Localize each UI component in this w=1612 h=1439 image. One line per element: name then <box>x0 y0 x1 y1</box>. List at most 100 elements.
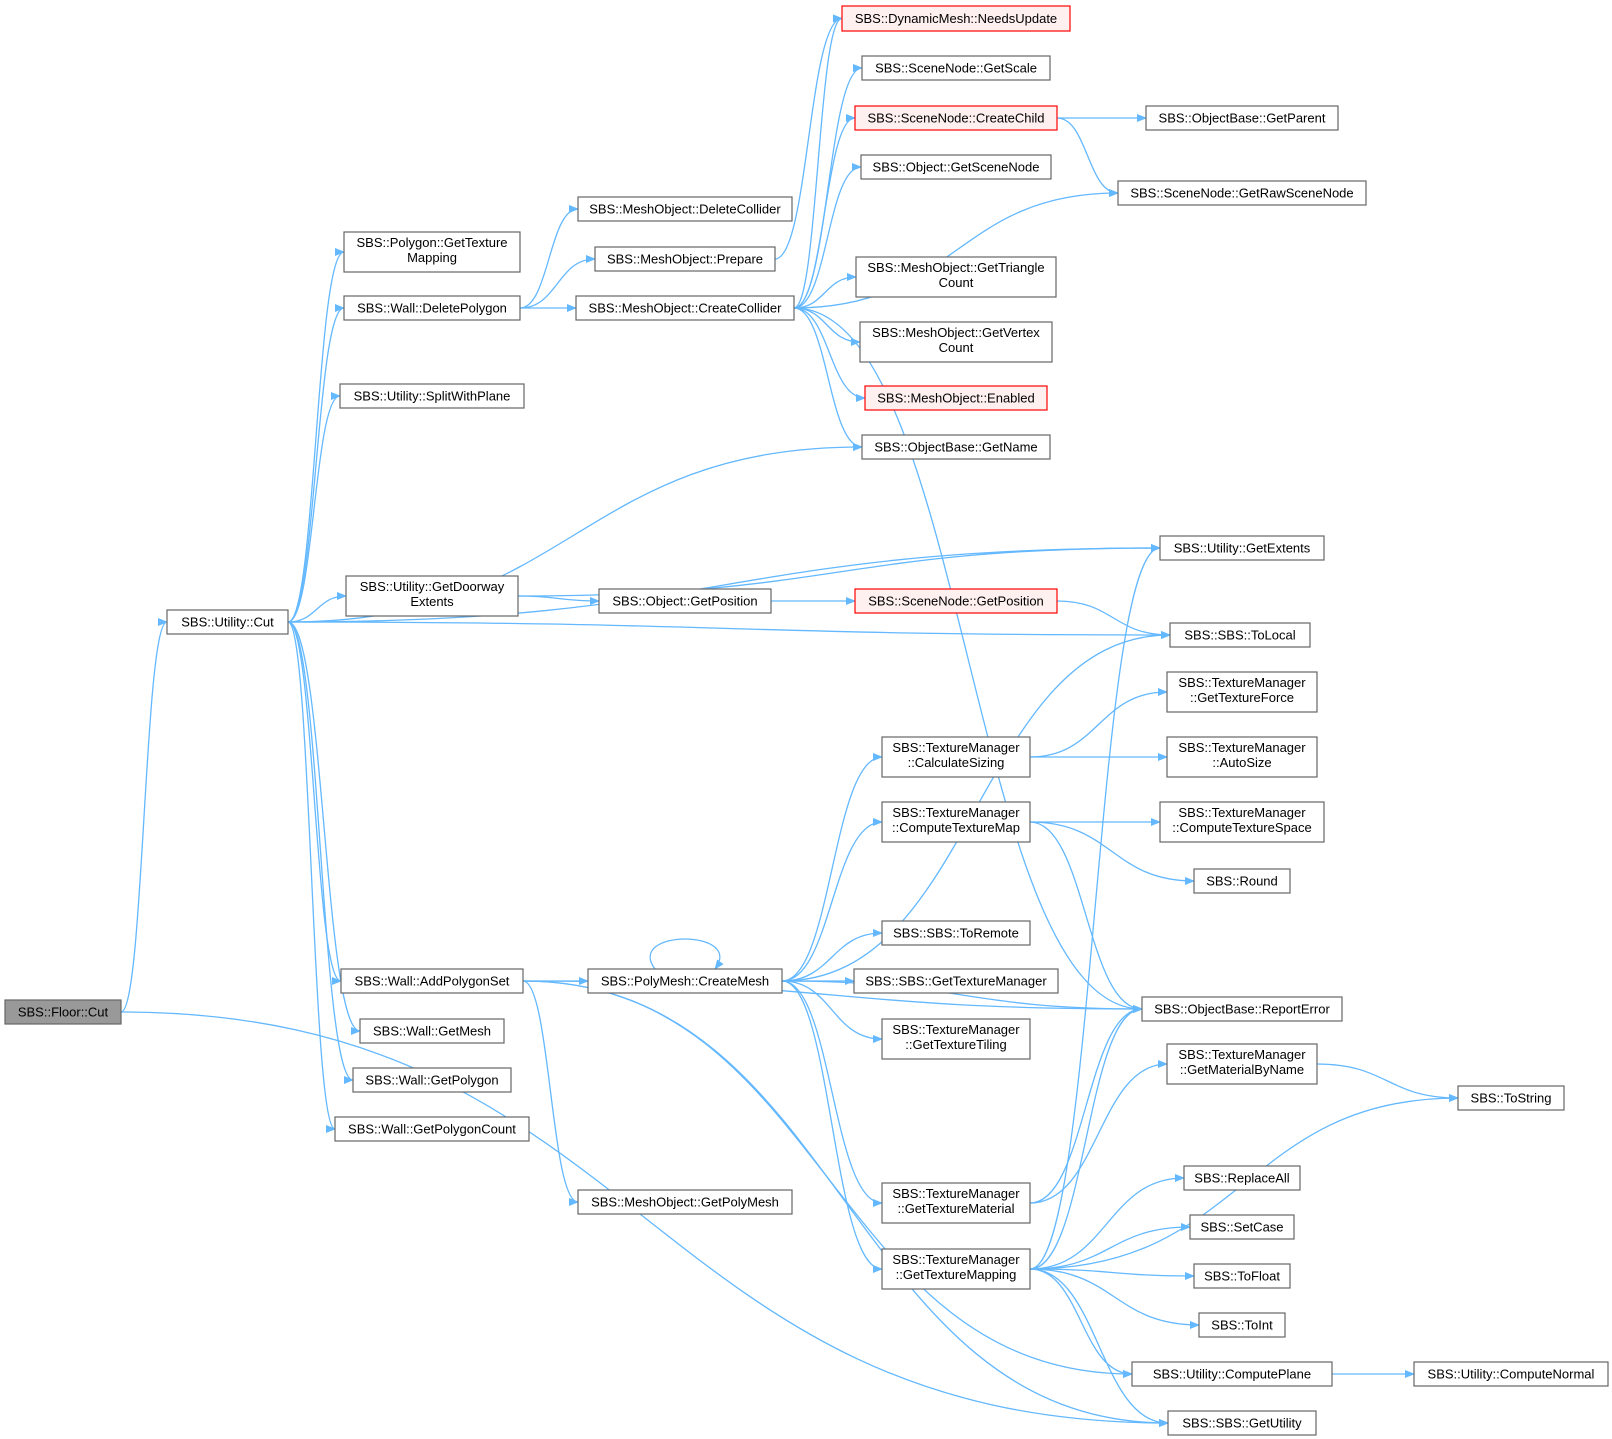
node-label-line: ::AutoSize <box>1212 755 1271 770</box>
node-utility_computeplane[interactable]: SBS::Utility::ComputePlane <box>1131 1361 1333 1387</box>
node-label-line: SBS::SBS::ToRemote <box>893 926 1019 941</box>
node-tm_autosize[interactable]: SBS::TextureManager::AutoSize <box>1166 736 1318 778</box>
node-tm_calculatesizing[interactable]: SBS::TextureManager::CalculateSizing <box>881 736 1031 778</box>
node-label-line: SBS::ReplaceAll <box>1194 1171 1289 1186</box>
node-tm_gettexturetiling[interactable]: SBS::TextureManager::GetTextureTiling <box>881 1018 1031 1060</box>
node-tm_gettexturemapping[interactable]: SBS::TextureManager::GetTextureMapping <box>881 1248 1031 1290</box>
node-wall_getpolygon[interactable]: SBS::Wall::GetPolygon <box>352 1067 512 1093</box>
node-meshobject_enabled[interactable]: SBS::MeshObject::Enabled <box>864 385 1048 411</box>
edge-meshobject_createcollider-to-scenenode_getscale <box>793 64 863 309</box>
edge-tm_gettexturemapping-to-utility_getextents <box>1029 544 1161 1270</box>
node-utility_computenormal[interactable]: SBS::Utility::ComputeNormal <box>1413 1361 1609 1387</box>
node-sbs_tofloat[interactable]: SBS::ToFloat <box>1193 1263 1291 1289</box>
node-polygon_gettexturemapping[interactable]: SBS::Polygon::GetTextureMapping <box>343 231 521 273</box>
node-object_getposition[interactable]: SBS::Object::GetPosition <box>598 588 772 614</box>
node-box <box>343 231 521 273</box>
node-sbs_round[interactable]: SBS::Round <box>1193 868 1291 894</box>
node-label-line: SBS::MeshObject::DeleteCollider <box>589 202 781 217</box>
node-sbs_tostring[interactable]: SBS::ToString <box>1457 1085 1565 1111</box>
node-label-line: SBS::SceneNode::GetRawSceneNode <box>1130 186 1353 201</box>
edge-polymesh_createmesh-to-tm_computetexturemap <box>781 818 883 982</box>
edge-polymesh_createmesh-to-polymesh_createmesh <box>649 938 724 970</box>
edge-wall_addpolygonset-to-meshobject_getpolymesh <box>522 980 579 1206</box>
node-label-line: SBS::SBS::GetUtility <box>1182 1416 1302 1431</box>
node-polymesh_createmesh[interactable]: SBS::PolyMesh::CreateMesh <box>587 968 783 994</box>
edge-wall_deletepolygon-to-meshobject_prepare <box>519 255 596 309</box>
node-box <box>881 1248 1031 1290</box>
node-meshobject_getpolymesh[interactable]: SBS::MeshObject::GetPolyMesh <box>577 1189 793 1215</box>
node-box <box>1193 868 1291 894</box>
node-sbs_toremote[interactable]: SBS::SBS::ToRemote <box>881 920 1031 946</box>
node-label-line: SBS::SceneNode::CreateChild <box>867 111 1044 126</box>
edge-utility_cut-to-polygon_gettexturemapping <box>287 248 345 623</box>
node-label-line: SBS::MeshObject::GetPolyMesh <box>591 1195 779 1210</box>
node-scenenode_getposition[interactable]: SBS::SceneNode::GetPosition <box>854 588 1058 614</box>
node-tm_computetexturespace[interactable]: SBS::TextureManager::ComputeTextureSpace <box>1159 801 1325 843</box>
node-wall_getmesh[interactable]: SBS::Wall::GetMesh <box>359 1018 505 1044</box>
node-box <box>860 154 1052 180</box>
node-utility_getextents[interactable]: SBS::Utility::GetExtents <box>1159 535 1325 561</box>
node-meshobject_deletecollider[interactable]: SBS::MeshObject::DeleteCollider <box>577 196 793 222</box>
node-utility_cut[interactable]: SBS::Utility::Cut <box>166 609 289 635</box>
node-label-line: SBS::Object::GetSceneNode <box>873 160 1040 175</box>
node-tm_gettexturematerial[interactable]: SBS::TextureManager::GetTextureMaterial <box>881 1182 1031 1224</box>
node-wall_addpolygonset[interactable]: SBS::Wall::AddPolygonSet <box>340 968 524 994</box>
node-box <box>1166 671 1318 713</box>
node-box <box>1166 736 1318 778</box>
node-sbs_getutility[interactable]: SBS::SBS::GetUtility <box>1167 1410 1317 1436</box>
node-box <box>1159 801 1325 843</box>
node-label-line: SBS::ObjectBase::ReportError <box>1154 1002 1330 1017</box>
node-scenenode_getrawscenenode[interactable]: SBS::SceneNode::GetRawSceneNode <box>1117 180 1367 206</box>
edge-utility_cut-to-utility_getdoorwayextents <box>287 592 347 623</box>
edge-polymesh_createmesh-to-tm_calculatesizing <box>781 753 883 982</box>
node-tm_computetexturemap[interactable]: SBS::TextureManager::ComputeTextureMap <box>881 801 1031 843</box>
edge-polymesh_createmesh-to-sbs_toremote <box>781 929 883 982</box>
node-scenenode_createchild[interactable]: SBS::SceneNode::CreateChild <box>854 105 1058 131</box>
node-scenenode_getscale[interactable]: SBS::SceneNode::GetScale <box>861 55 1051 81</box>
node-tm_getmaterialbyname[interactable]: SBS::TextureManager::GetMaterialByName <box>1166 1043 1318 1085</box>
node-box <box>1189 1214 1295 1240</box>
node-box <box>881 920 1031 946</box>
node-dynamicmesh_needsupdate[interactable]: SBS::DynamicMesh::NeedsUpdate <box>841 5 1071 32</box>
node-box <box>881 1182 1031 1224</box>
node-sbs_gettexturemanager[interactable]: SBS::SBS::GetTextureManager <box>853 968 1059 994</box>
node-box <box>577 1189 793 1215</box>
node-sbs_toint[interactable]: SBS::ToInt <box>1198 1312 1286 1338</box>
edge-utility_cut-to-utility_getextents <box>287 544 1161 623</box>
node-objectbase_getname[interactable]: SBS::ObjectBase::GetName <box>861 434 1051 460</box>
node-box <box>587 968 783 994</box>
node-object_getscenenode[interactable]: SBS::Object::GetSceneNode <box>860 154 1052 180</box>
edge-polymesh_createmesh-to-tm_gettexturetiling <box>781 980 883 1043</box>
node-box <box>343 295 521 321</box>
node-box <box>1198 1312 1286 1338</box>
node-label-line: SBS::MeshObject::Enabled <box>877 391 1035 406</box>
node-meshobject_createcollider[interactable]: SBS::MeshObject::CreateCollider <box>575 295 795 321</box>
node-utility_splitwithplane[interactable]: SBS::Utility::SplitWithPlane <box>339 383 525 409</box>
node-floor_cut[interactable]: SBS::Floor::Cut <box>4 999 122 1025</box>
node-wall_getpolygoncount[interactable]: SBS::Wall::GetPolygonCount <box>334 1116 530 1142</box>
edge-tm_gettexturemapping-to-sbs_replaceall <box>1029 1174 1185 1270</box>
node-label-line: SBS::Utility::ComputeNormal <box>1428 1367 1595 1382</box>
node-box <box>864 385 1048 411</box>
node-tm_gettextureforce[interactable]: SBS::TextureManager::GetTextureForce <box>1166 671 1318 713</box>
edge-tm_gettexturemapping-to-sbs_setcase <box>1029 1223 1191 1270</box>
node-wall_deletepolygon[interactable]: SBS::Wall::DeletePolygon <box>343 295 521 321</box>
node-objectbase_reporterror[interactable]: SBS::ObjectBase::ReportError <box>1141 996 1343 1022</box>
node-label-line: SBS::MeshObject::GetVertex <box>872 325 1040 340</box>
edge-tm_gettexturemapping-to-sbs_tofloat <box>1029 1268 1195 1280</box>
node-box <box>861 434 1051 460</box>
node-sbs_tolocal[interactable]: SBS::SBS::ToLocal <box>1169 622 1311 648</box>
node-objectbase_getparent[interactable]: SBS::ObjectBase::GetParent <box>1145 105 1339 131</box>
node-sbs_replaceall[interactable]: SBS::ReplaceAll <box>1183 1165 1301 1191</box>
node-box <box>598 588 772 614</box>
node-label-line: SBS::Utility::SplitWithPlane <box>354 389 511 404</box>
edge-wall_deletepolygon-to-meshobject_deletecollider <box>519 205 579 309</box>
node-sbs_setcase[interactable]: SBS::SetCase <box>1189 1214 1295 1240</box>
node-box <box>1457 1085 1565 1111</box>
edge-scenenode_createchild-to-scenenode_getrawscenenode <box>1056 117 1119 197</box>
edge-utility_cut-to-wall_addpolygonset <box>287 621 342 985</box>
node-meshobject_prepare[interactable]: SBS::MeshObject::Prepare <box>594 246 776 272</box>
